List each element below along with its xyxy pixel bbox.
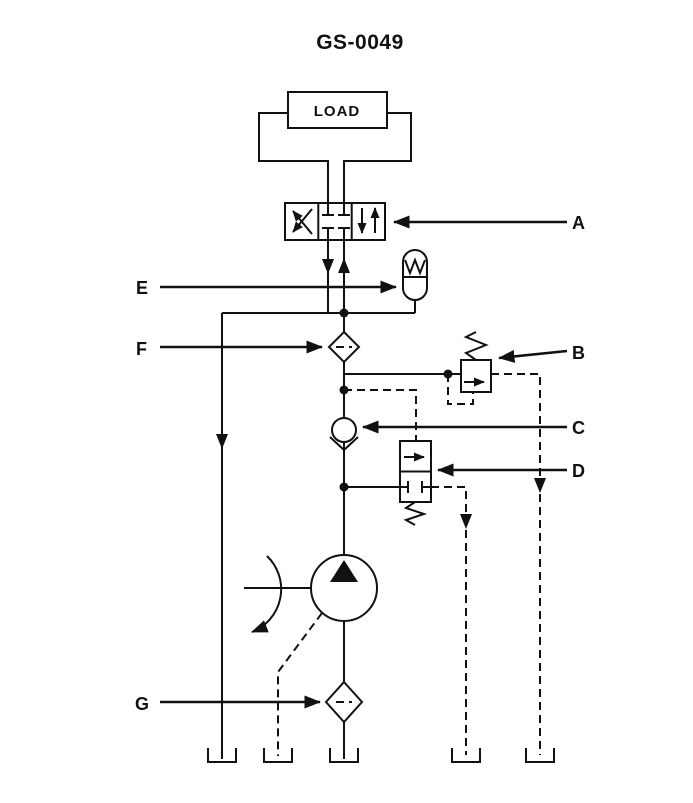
work-lines [222,240,416,318]
directional-valve-symbol [284,202,386,241]
callout-label-f: F [136,339,147,359]
leader-b [498,349,568,363]
return-line [216,313,228,759]
callout-label-b: B [572,343,585,363]
load-label: LOAD [314,103,361,120]
pressure-line [339,313,461,555]
diagram-title: GS-0049 [316,31,404,54]
unloading-valve-symbol [344,389,472,755]
tank-symbols [207,748,555,763]
callout-label-e: E [136,278,148,298]
callout-label-g: G [135,694,149,714]
callout-label-c: C [572,418,585,438]
accumulator-symbol [402,249,428,301]
pressure-filter-symbol [327,330,361,364]
callout-labels: A B C D E F G [135,213,585,714]
check-valve-symbol [329,417,359,452]
callout-label-a: A [572,213,585,233]
relief-valve-symbol [447,331,546,755]
suction-strainer-symbol [324,680,364,759]
callout-leaders [160,215,568,709]
pump-symbol [244,554,378,756]
callout-label-d: D [572,461,585,481]
load-symbol: LOAD [258,91,412,203]
